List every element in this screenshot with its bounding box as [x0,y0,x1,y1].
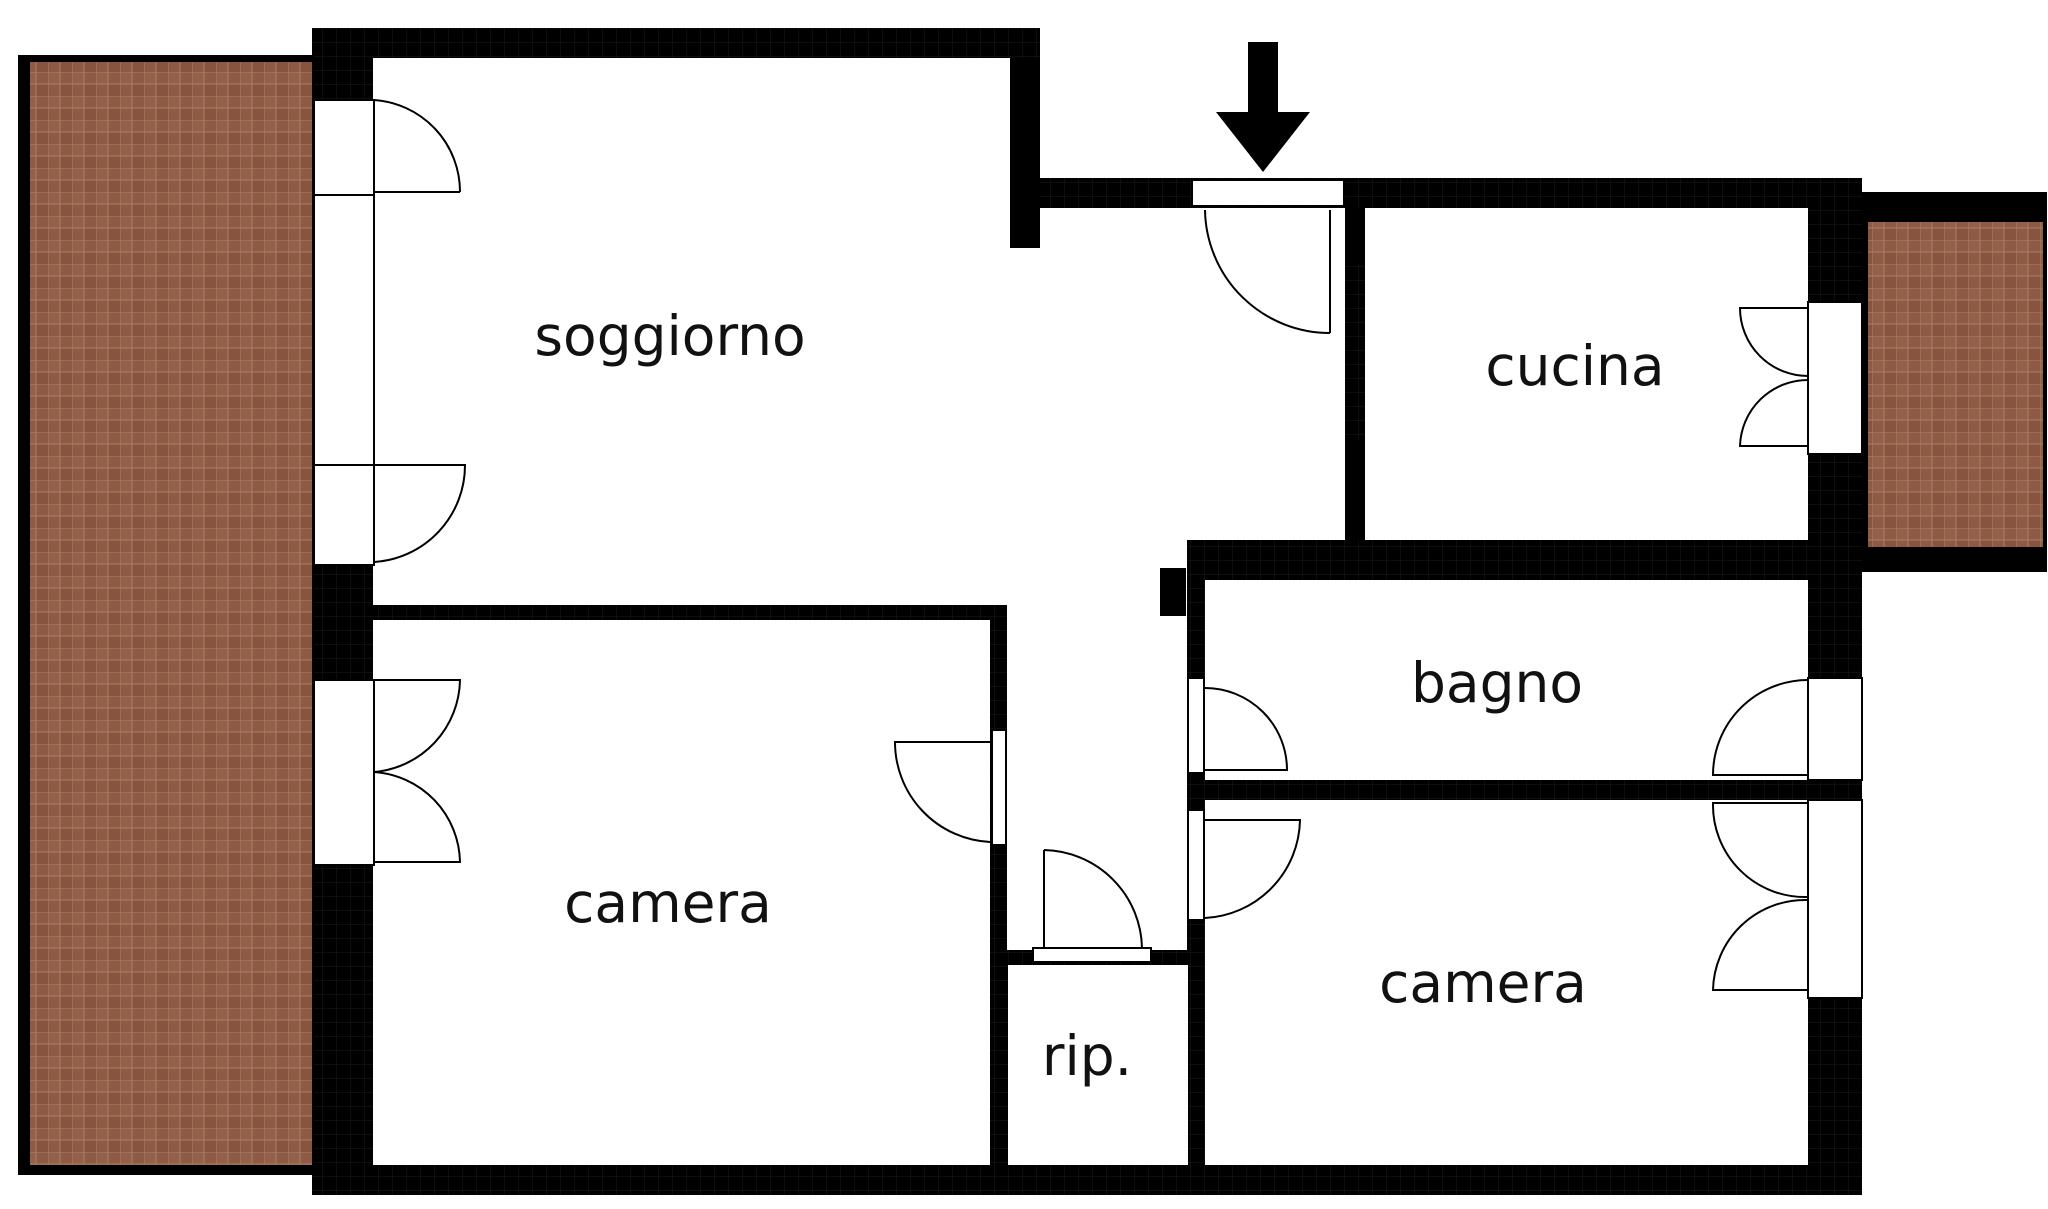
wall-bagno-corner [1160,568,1186,616]
label-soggiorno: soggiorno [534,304,805,368]
door-swings [373,99,1809,991]
floor-camera-1 [373,620,990,1165]
floor-hallway [1007,540,1187,950]
floor-cucina [1365,208,1808,540]
floor-bagno [1205,580,1808,780]
label-camera-1: camera [564,871,772,935]
floor-camera-2 [1205,800,1808,1165]
wall-cucina-left-top [1345,208,1365,263]
label-camera-2: camera [1379,951,1587,1015]
wall-cucina-left-bottom [1345,440,1365,540]
arrow-down-icon [1216,42,1310,172]
wall-openings [313,99,1863,999]
terrace-left-tiles [30,62,312,1165]
wall-stub-soggiorno [1010,58,1040,248]
label-cucina: cucina [1485,334,1664,398]
label-rip: rip. [1042,1024,1132,1088]
label-bagno: bagno [1411,651,1583,715]
room-floors [373,58,1808,1165]
balcony-right-tiles [1868,222,2043,547]
floor-rip [1008,965,1188,1165]
